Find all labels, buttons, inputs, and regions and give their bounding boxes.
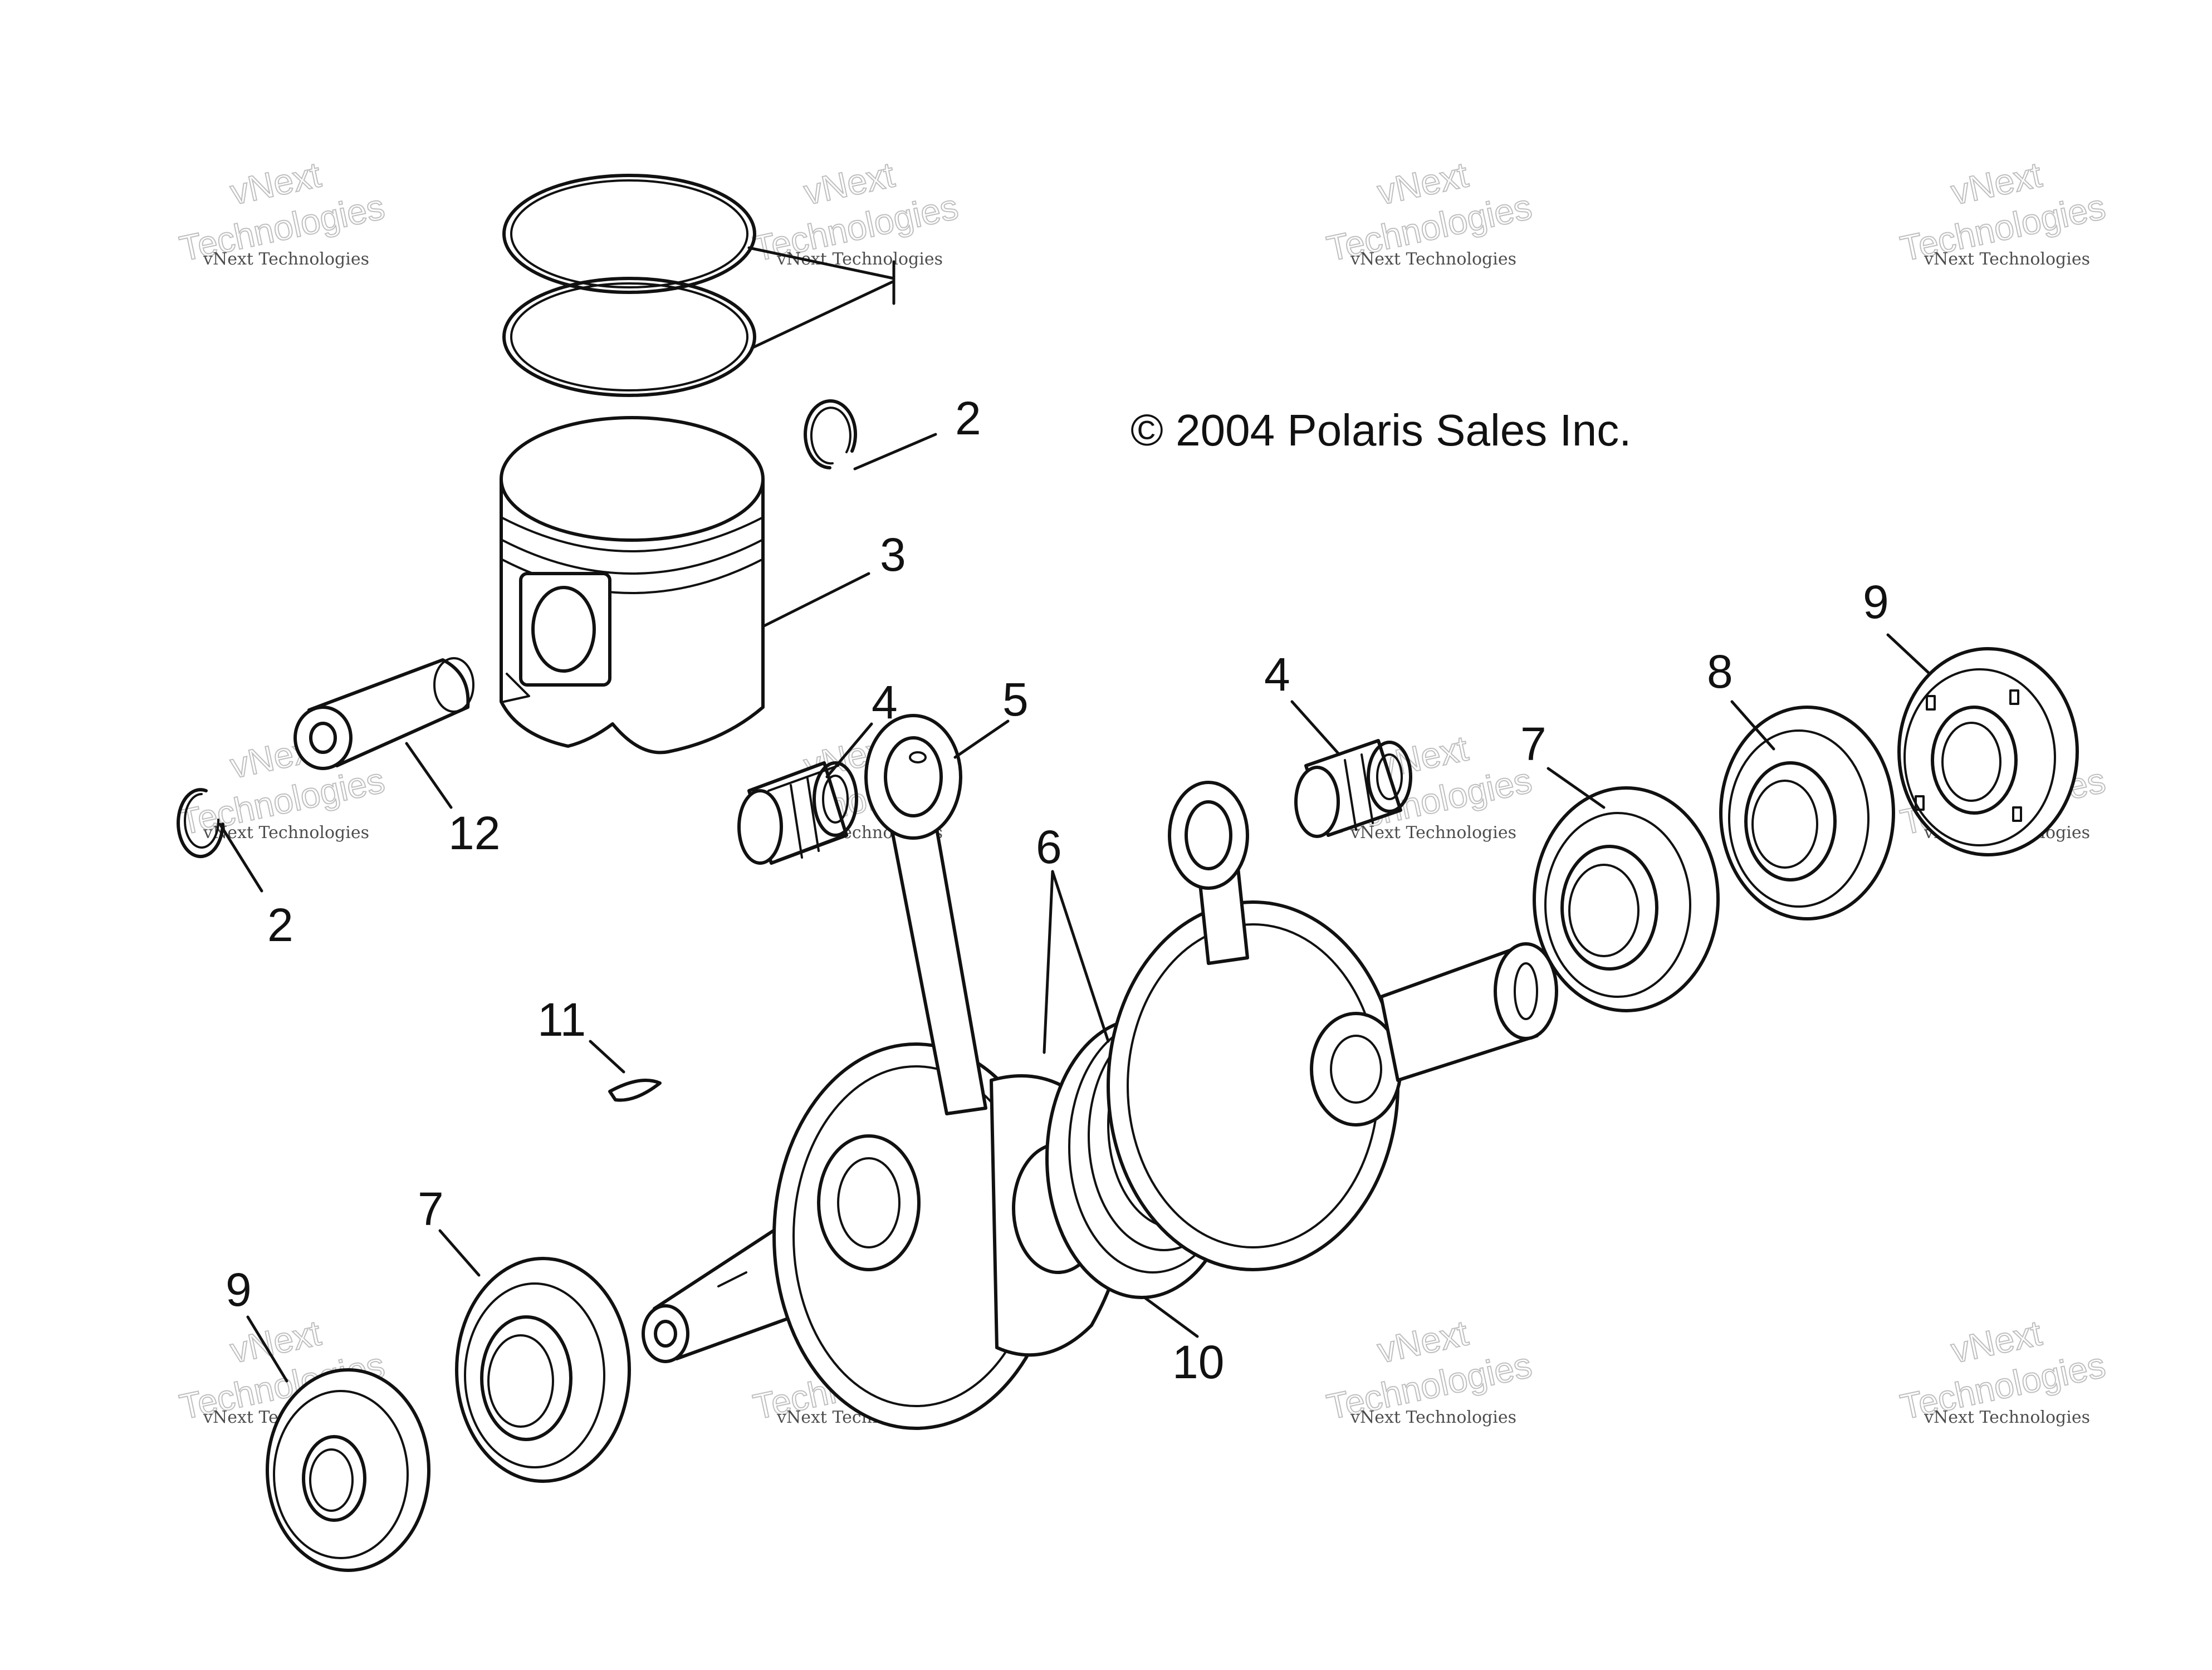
woodruff-key [608,1079,662,1102]
watermark-small: vNext Technologies [1350,249,1516,269]
watermark-small: vNext Technologies [1924,249,2090,269]
callout-10: 10 [1172,1336,1224,1388]
callout-labels: 2 3 12 2 4 5 6 4 7 8 9 11 7 9 10 [226,392,1889,1388]
callout-8: 8 [1707,645,1733,698]
ball-bearing-right [1533,786,1720,1012]
ball-bearing-left [455,1257,631,1483]
needle-bearing-right [1294,739,1412,838]
copyright-notice: © 2004 Polaris Sales Inc. [1131,405,1631,455]
callout-2-lower: 2 [267,899,293,951]
callout-12: 12 [448,807,500,859]
piston [500,416,765,755]
oil-seal-left [266,1368,430,1572]
watermark-small: vNext Technologies [203,823,369,843]
watermark-small: vNext Technologies [1350,823,1516,843]
callout-5: 5 [1002,673,1029,726]
oil-seal-right [1897,647,2079,856]
watermark-small: vNext Technologies [203,249,369,269]
piston-pin [293,657,474,770]
callout-2-upper: 2 [955,392,981,444]
watermark-small: vNext Technologies [1924,1408,2090,1427]
snap-ring-upper [804,399,858,469]
callout-4-left: 4 [872,676,898,728]
callout-9-left: 9 [226,1263,252,1316]
callout-4-right: 4 [1264,648,1290,701]
bearing-part-8 [1719,706,1895,920]
leader-lines [218,433,1931,1383]
callout-6: 6 [1036,821,1062,873]
watermark-small: vNext Technologies [1350,1408,1516,1427]
callout-3: 3 [880,528,906,581]
callout-9-right: 9 [1863,576,1889,628]
callout-7-left: 7 [418,1183,444,1235]
needle-bearing-left [737,761,858,865]
callout-7-right: 7 [1520,718,1547,770]
snap-ring-lower [177,788,224,859]
piston-ring-set [502,174,895,397]
crankshaft-assembly [642,714,1558,1430]
callout-11: 11 [537,993,586,1046]
